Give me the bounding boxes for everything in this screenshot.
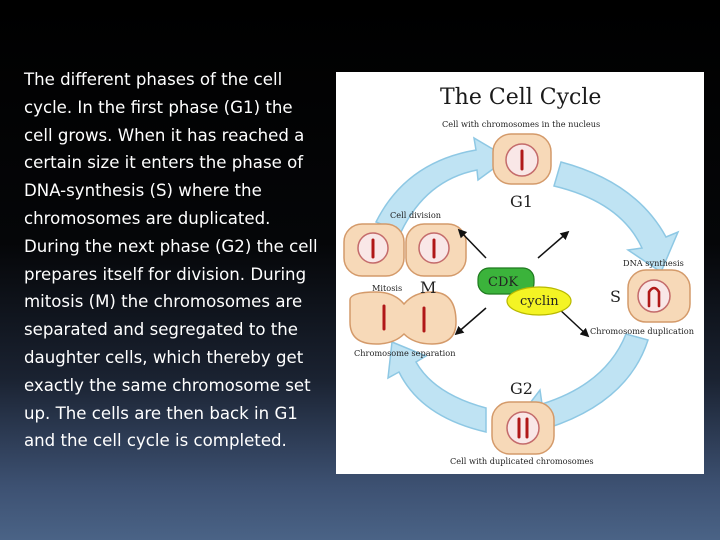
cell-cycle-figure: The Cell Cycle Cell with chromosomes in … [336,72,704,474]
phase-m-label: M [420,278,436,297]
label-dna-synthesis: DNA synthesis [623,258,684,268]
cyclin-shape [506,286,572,316]
m-dividing-cell [349,291,457,345]
cdk-cyclin-complex: CDK cyclin [477,267,572,316]
regulator-arrows [454,228,590,338]
figure-title: The Cell Cycle [440,85,601,110]
label-mitosis: Mitosis [372,283,402,293]
cell-cycle-diagram: The Cell Cycle Cell with chromosomes in … [343,85,695,466]
label-cell-division: Cell division [390,210,442,220]
g1-cell [492,133,552,185]
label-cell-with-chromosomes: Cell with chromosomes in the nucleus [442,119,600,129]
label-chromosome-duplication: Chromosome duplication [590,326,695,336]
s-cell [627,269,691,323]
label-cell-duplicated: Cell with duplicated chromosomes [450,456,594,466]
g2-cell [491,401,555,455]
arrow-g1-to-s [553,161,680,274]
phase-g1-label: G1 [510,192,533,211]
m-daughter-cells [343,223,467,277]
description-paragraph: The different phases of the cell cycle. … [24,70,318,451]
cyclin-label: cyclin [520,294,559,309]
cdk-label: CDK [488,275,518,290]
label-chromosome-separation: Chromosome separation [354,348,456,358]
phase-s-label: S [610,287,621,306]
phase-g2-label: G2 [510,379,533,398]
cdk-shape [477,267,535,295]
